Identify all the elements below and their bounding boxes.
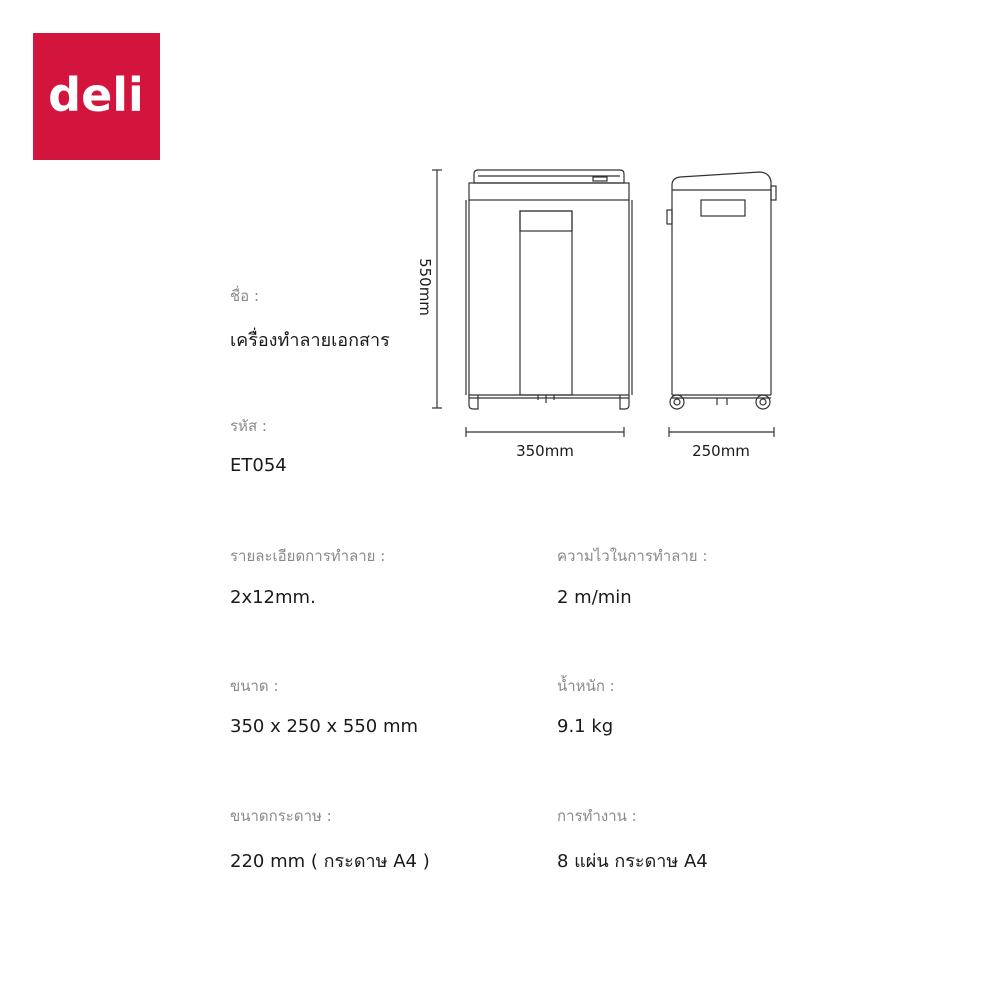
shred-detail-label: รายละเอียดการทำลาย : xyxy=(230,547,386,565)
capacity-label: การทำงาน : xyxy=(557,807,637,825)
logo-wordmark: deli xyxy=(48,68,144,122)
front-view xyxy=(465,169,633,410)
code-label: รหัส : xyxy=(230,417,267,435)
speed-value: 2 m/min xyxy=(557,587,632,608)
height-dimension-label: 550mm xyxy=(416,258,434,316)
name-value: เครื่องทำลายเอกสาร xyxy=(230,330,390,351)
width-dimension-label: 350mm xyxy=(516,442,574,460)
depth-dimension-label: 250mm xyxy=(692,442,750,460)
speed-label: ความไวในการทำลาย : xyxy=(557,547,708,565)
capacity-value: 8 แผ่น กระดาษ A4 xyxy=(557,851,708,872)
shred-detail-value: 2x12mm. xyxy=(230,587,316,608)
name-label: ชื่อ : xyxy=(230,287,260,305)
size-value: 350 x 250 x 550 mm xyxy=(230,716,419,737)
paper-size-label: ขนาดกระดาษ : xyxy=(230,807,332,825)
weight-label: น้ำหนัก : xyxy=(557,677,615,695)
paper-size-value: 220 mm ( กระดาษ A4 ) xyxy=(230,851,430,872)
side-view xyxy=(666,171,777,410)
code-value: ET054 xyxy=(230,455,287,476)
size-label: ขนาด : xyxy=(230,677,279,695)
deli-logo-mark: deli xyxy=(48,68,144,122)
deli-logo: deli xyxy=(33,33,160,160)
weight-value: 9.1 kg xyxy=(557,716,614,737)
